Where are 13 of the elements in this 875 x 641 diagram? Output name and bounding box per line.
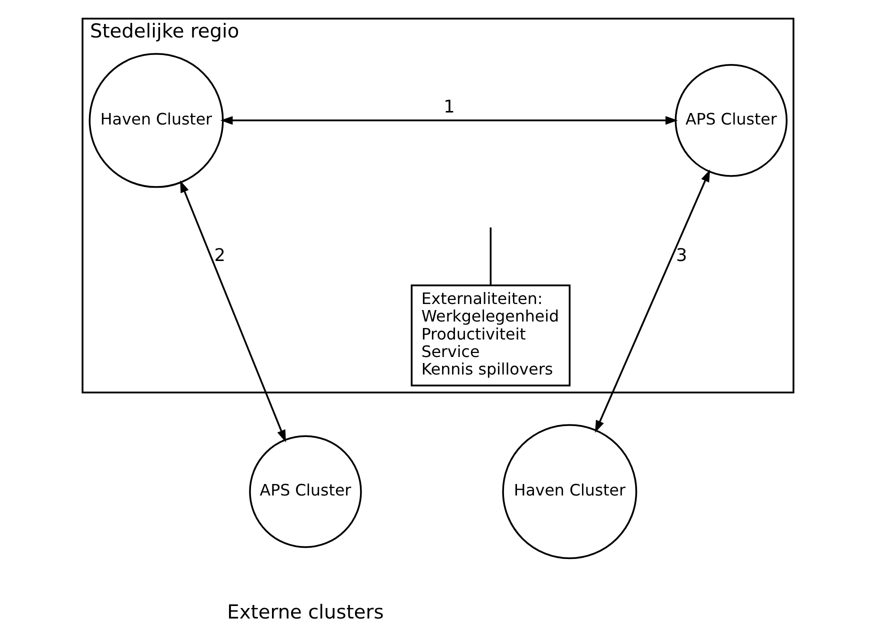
node-box: Externaliteiten: Werkgelegenheid Productiviteit Service Kennis spillovers <box>410 284 570 386</box>
node-circle: APS Cluster <box>674 64 788 177</box>
node-circle: Haven Cluster <box>88 52 224 188</box>
node-circle: APS Cluster <box>248 435 362 548</box>
edge-label: 3 <box>675 246 687 266</box>
label: Externe clusters <box>226 600 384 624</box>
edge-label: 2 <box>214 246 225 266</box>
node-circle: Haven Cluster <box>502 424 637 560</box>
arrow <box>594 169 710 433</box>
connector <box>489 227 492 286</box>
arrow <box>220 116 678 125</box>
edge-label: 1 <box>443 98 454 118</box>
arrow <box>180 180 286 442</box>
